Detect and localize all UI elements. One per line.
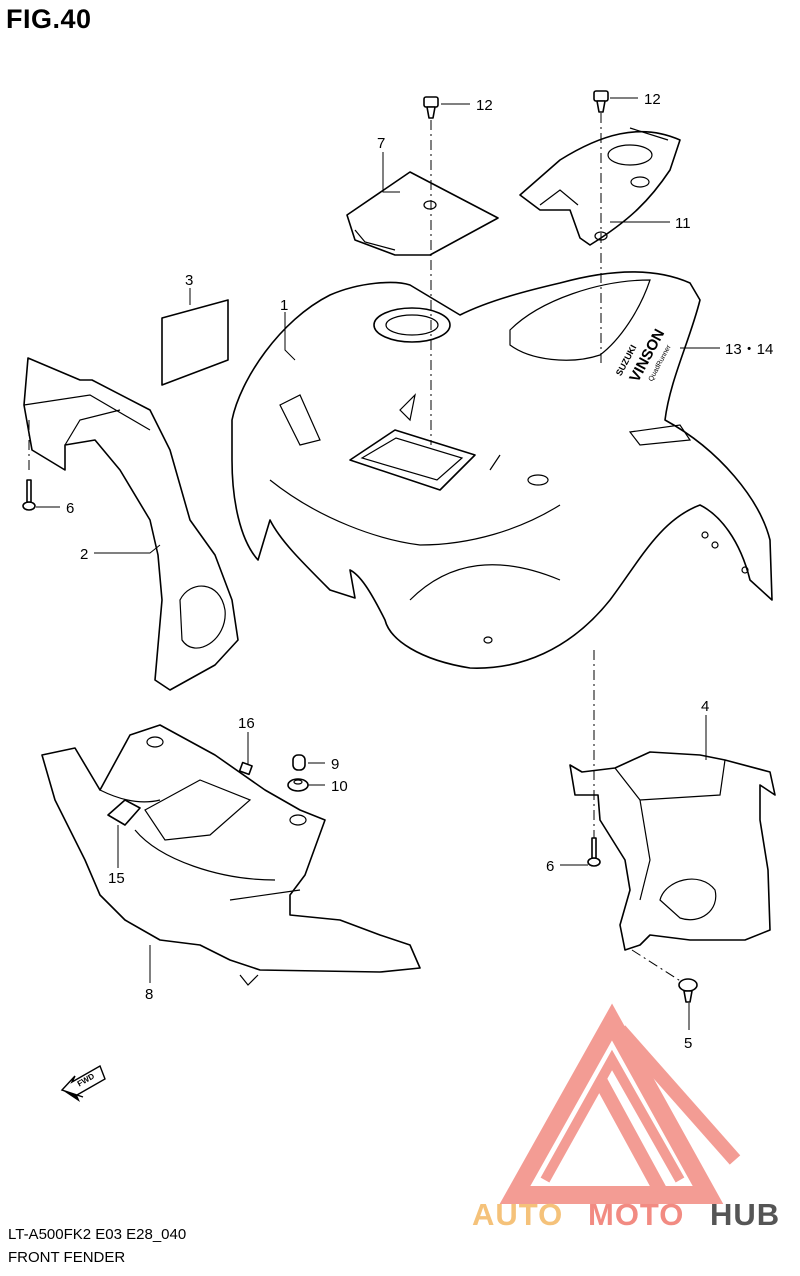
part-8-front-bumper[interactable]	[41, 724, 421, 986]
part-10-cushion[interactable]	[287, 778, 309, 792]
svg-text:AUTO: AUTO	[472, 1197, 563, 1232]
part-6-screw-left[interactable]	[22, 479, 36, 511]
callout-10: 10	[331, 778, 348, 795]
callout-8: 8	[145, 986, 153, 1003]
watermark-text: AUTO MOTO HUB	[472, 1197, 780, 1232]
part-16-nut[interactable]	[238, 761, 253, 776]
fwd-arrow-icon: FWD	[60, 1064, 106, 1102]
callout-4: 4	[701, 698, 709, 715]
assembly-lines	[28, 113, 683, 983]
part-1-front-fender[interactable]: SUZUKI VINSON QuadRunner	[231, 271, 773, 669]
watermark-logo	[499, 1003, 741, 1204]
part-12-screw-right[interactable]	[593, 90, 609, 113]
callout-16: 16	[238, 715, 255, 732]
part-5-clip[interactable]	[678, 978, 698, 1003]
part-11-upper-cover[interactable]	[519, 127, 681, 246]
part-4-right-mudguard[interactable]	[569, 751, 776, 951]
part-6-screw-right[interactable]	[587, 837, 601, 867]
callout-12-left: 12	[476, 97, 493, 114]
callout-6-left: 6	[66, 500, 74, 517]
callout-labels: 12 12 7 11 3 1 13・14 6 2 4 16 9 10 6 15 …	[66, 91, 773, 1052]
leader-lines	[36, 97, 720, 1030]
callout-5: 5	[684, 1035, 692, 1052]
part-12-screw-left[interactable]	[423, 96, 439, 119]
callout-11: 11	[675, 215, 691, 232]
svg-text:MOTO: MOTO	[588, 1197, 684, 1232]
callout-2: 2	[80, 546, 88, 563]
callout-13-14: 13・14	[725, 341, 773, 358]
callout-1: 1	[280, 297, 288, 314]
callout-7: 7	[377, 135, 385, 152]
section-name: FRONT FENDER	[8, 1249, 126, 1266]
part-2-left-mudguard[interactable]	[23, 357, 239, 691]
callout-9: 9	[331, 756, 339, 773]
part-7-tank-cover[interactable]	[346, 171, 499, 256]
part-9-collar[interactable]	[292, 754, 306, 771]
callout-12-right: 12	[644, 91, 661, 108]
part-15-clip[interactable]	[107, 799, 141, 826]
model-code: LT-A500FK2 E03 E28_040	[8, 1226, 187, 1243]
callout-3: 3	[185, 272, 193, 289]
part-3-label-pad[interactable]	[161, 299, 229, 386]
callout-6-right: 6	[546, 858, 554, 875]
figure-title: FIG.40	[6, 4, 92, 34]
callout-15: 15	[108, 870, 125, 887]
svg-text:HUB: HUB	[710, 1197, 780, 1232]
